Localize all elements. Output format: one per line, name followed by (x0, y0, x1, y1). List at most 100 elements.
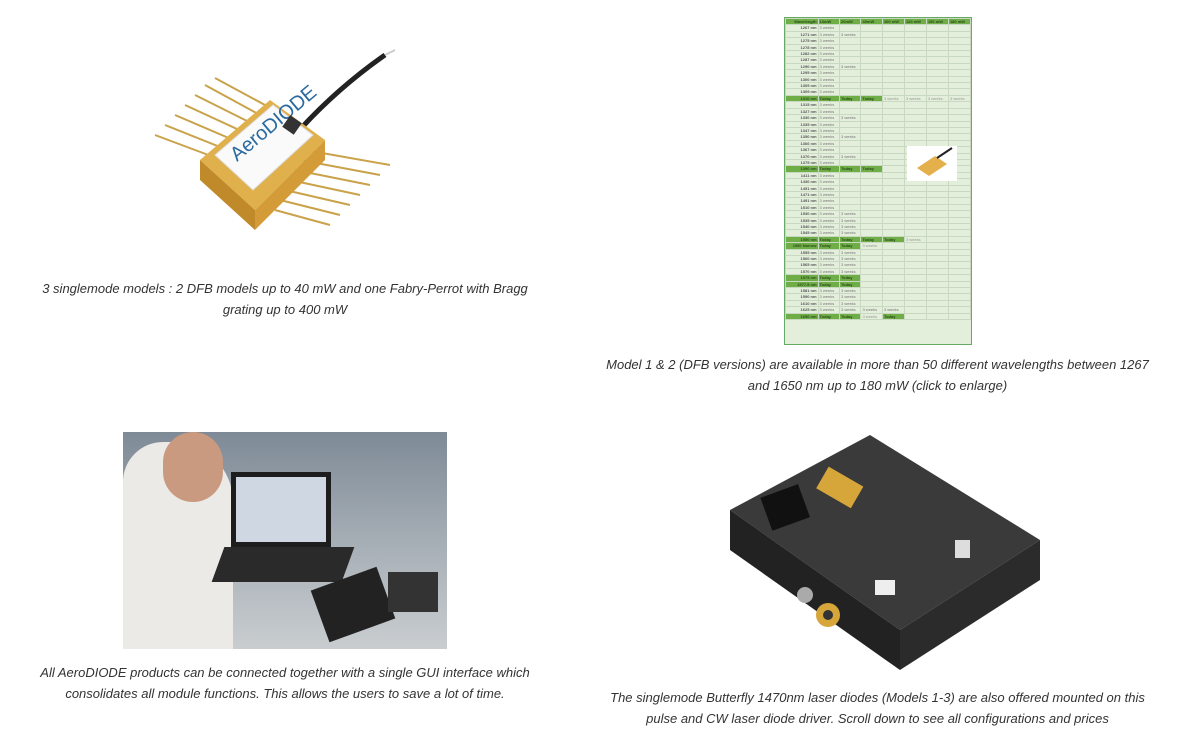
availability-cell: 3 weeks (817, 120, 841, 128)
gui-lab-photo[interactable] (123, 432, 447, 649)
empty-cell (860, 203, 883, 212)
availability-cell: 3 weeks (817, 203, 841, 212)
empty-cell (947, 43, 971, 52)
availability-cell: 3 weeks (838, 30, 862, 39)
availability-cell: 3 weeks (817, 287, 841, 295)
empty-cell (860, 171, 883, 180)
empty-cell (860, 178, 883, 186)
empty-cell (860, 229, 883, 237)
availability-cell: 3 weeks (817, 30, 841, 39)
empty-cell (860, 49, 883, 58)
empty-cell (838, 37, 862, 45)
availability-cell: 20mW (838, 18, 862, 26)
empty-cell (947, 139, 971, 148)
availability-cell: 3 weeks (817, 210, 841, 218)
empty-cell (860, 30, 883, 39)
availability-cell: 3 weeks (817, 254, 841, 263)
caption-laser-driver: The singlemode Butterfly 1470nm laser di… (610, 690, 1145, 726)
availability-cell: 3 weeks (817, 126, 841, 135)
butterfly-laser-diode-image[interactable]: AeroDIODE (145, 40, 396, 250)
empty-cell (838, 56, 862, 64)
availability-cell: 3 weeks (860, 312, 883, 321)
availability-cell: 3 weeks (817, 197, 841, 205)
empty-cell (860, 37, 883, 45)
empty-cell (947, 216, 971, 225)
availability-cell: Today (817, 242, 841, 250)
availability-cell: Today (817, 274, 841, 282)
availability-cell: 3 weeks (838, 293, 862, 301)
availability-cell: 3 weeks (817, 171, 841, 180)
availability-cell: 3 weeks (817, 114, 841, 122)
empty-cell (860, 126, 883, 135)
empty-cell (947, 197, 971, 205)
empty-cell (838, 197, 862, 205)
wavelength-cell: 1650 nm (785, 312, 819, 321)
empty-cell (860, 43, 883, 52)
empty-cell (838, 49, 862, 58)
empty-cell (838, 146, 862, 154)
availability-cell: 3 weeks (838, 299, 862, 308)
empty-cell (947, 126, 971, 135)
availability-cell: 3 weeks (838, 254, 862, 263)
empty-cell (947, 248, 971, 257)
availability-cell: 3 weeks (817, 139, 841, 148)
availability-cell: 3 weeks (817, 306, 841, 314)
availability-cell: 3 weeks (838, 210, 862, 218)
empty-cell (947, 229, 971, 237)
availability-cell: 3 weeks (838, 133, 862, 141)
empty-cell (925, 312, 949, 321)
empty-cell (860, 152, 883, 160)
empty-cell (838, 158, 862, 167)
availability-cell: 3 weeks (817, 101, 841, 109)
empty-cell (947, 37, 971, 45)
empty-cell (860, 210, 883, 218)
availability-cell: 3 weeks (817, 43, 841, 52)
empty-cell (838, 126, 862, 135)
empty-cell (838, 184, 862, 193)
availability-cell: 3 weeks (860, 242, 883, 250)
empty-cell (860, 56, 883, 64)
availability-cell: 3 weeks (817, 37, 841, 45)
availability-cell: Today (838, 235, 862, 244)
availability-cell: 3 weeks (947, 94, 971, 103)
availability-cell: Today (860, 235, 883, 244)
empty-cell (838, 171, 862, 180)
availability-cell: 3 weeks (838, 114, 862, 122)
empty-cell (947, 184, 971, 193)
caption-singlemode-models: 3 singlemode models : 2 DFB models up to… (42, 281, 528, 317)
availability-cell: 3 weeks (838, 248, 862, 257)
availability-cell: 3 weeks (817, 56, 841, 64)
availability-cell: Today (838, 165, 862, 173)
empty-cell (947, 49, 971, 58)
availability-cell: 3 weeks (817, 146, 841, 154)
availability-cell: Today (817, 235, 841, 244)
availability-cell: Today (838, 312, 862, 321)
laser-diode-driver-image[interactable] (720, 430, 1050, 685)
availability-cell: Today (817, 280, 841, 289)
availability-cell: 3 weeks (817, 267, 841, 276)
availability-cell: 3 weeks (817, 152, 841, 160)
empty-cell (838, 190, 862, 199)
availability-cell: Today (838, 94, 862, 103)
